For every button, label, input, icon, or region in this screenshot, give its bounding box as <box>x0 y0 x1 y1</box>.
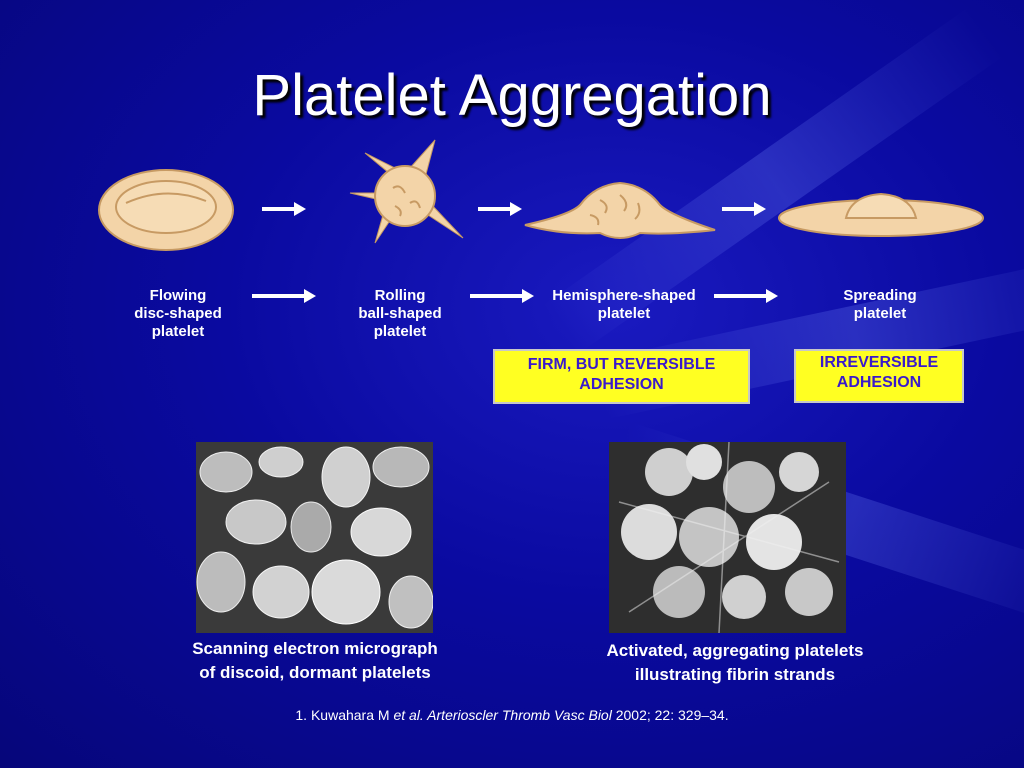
arrow-icon <box>262 202 306 216</box>
arrow-icon <box>470 289 534 303</box>
irreversible-adhesion-box: IRREVERSIBLE ADHESION <box>794 349 964 403</box>
caption-line: Activated, aggregating platelets <box>606 641 864 660</box>
arrow-icon <box>478 202 522 216</box>
box-line: ADHESION <box>836 374 922 391</box>
label-line: platelet <box>597 305 651 322</box>
micrograph-discoid-platelets <box>196 442 433 633</box>
box-line: IRREVERSIBLE <box>819 354 939 371</box>
reference-citation: 1. Kuwahara M et al. Arterioscler Thromb… <box>0 707 1024 723</box>
arrow-icon <box>722 202 766 216</box>
caption-line: Scanning electron micrograph <box>192 639 438 658</box>
label-line: ball-shaped <box>358 305 442 322</box>
stage-label-rolling: Rolling ball-shaped platelet <box>320 287 480 341</box>
reference-suffix: 2002; 22: 329–34. <box>611 707 729 723</box>
disc-platelet-illustration <box>98 169 234 251</box>
stage-label-spreading: Spreading platelet <box>800 287 960 323</box>
micrograph-aggregating-platelets <box>609 442 846 633</box>
caption-discoid-platelets: Scanning electron micrograph of discoid,… <box>150 637 480 685</box>
box-line: FIRM, BUT REVERSIBLE <box>527 356 716 373</box>
caption-aggregating-platelets: Activated, aggregating platelets illustr… <box>560 639 910 687</box>
label-line: Flowing <box>149 287 207 304</box>
spreading-platelet-illustration <box>778 192 984 237</box>
caption-line: illustrating fibrin strands <box>634 665 836 684</box>
label-line: Hemisphere-shaped <box>552 287 696 304</box>
ball-platelet-illustration <box>349 139 464 244</box>
hemisphere-platelet-illustration <box>524 181 716 239</box>
arrow-icon <box>714 289 778 303</box>
label-line: disc-shaped <box>134 305 222 322</box>
slide-title: Platelet Aggregation <box>252 63 772 128</box>
caption-line: of discoid, dormant platelets <box>199 663 431 682</box>
stage-label-flowing: Flowing disc-shaped platelet <box>98 287 258 341</box>
box-line: ADHESION <box>579 376 664 393</box>
label-line: platelet <box>853 305 907 322</box>
label-line: platelet <box>151 323 205 340</box>
label-line: platelet <box>373 323 427 340</box>
arrow-icon <box>252 289 316 303</box>
label-line: Spreading <box>843 287 917 304</box>
firm-adhesion-box: FIRM, BUT REVERSIBLE ADHESION <box>493 349 750 404</box>
label-line: Rolling <box>374 287 426 304</box>
reference-journal: et al. Arterioscler Thromb Vasc Biol <box>393 707 612 723</box>
reference-prefix: 1. Kuwahara M <box>295 707 394 723</box>
stage-label-hemisphere: Hemisphere-shaped platelet <box>534 287 714 323</box>
